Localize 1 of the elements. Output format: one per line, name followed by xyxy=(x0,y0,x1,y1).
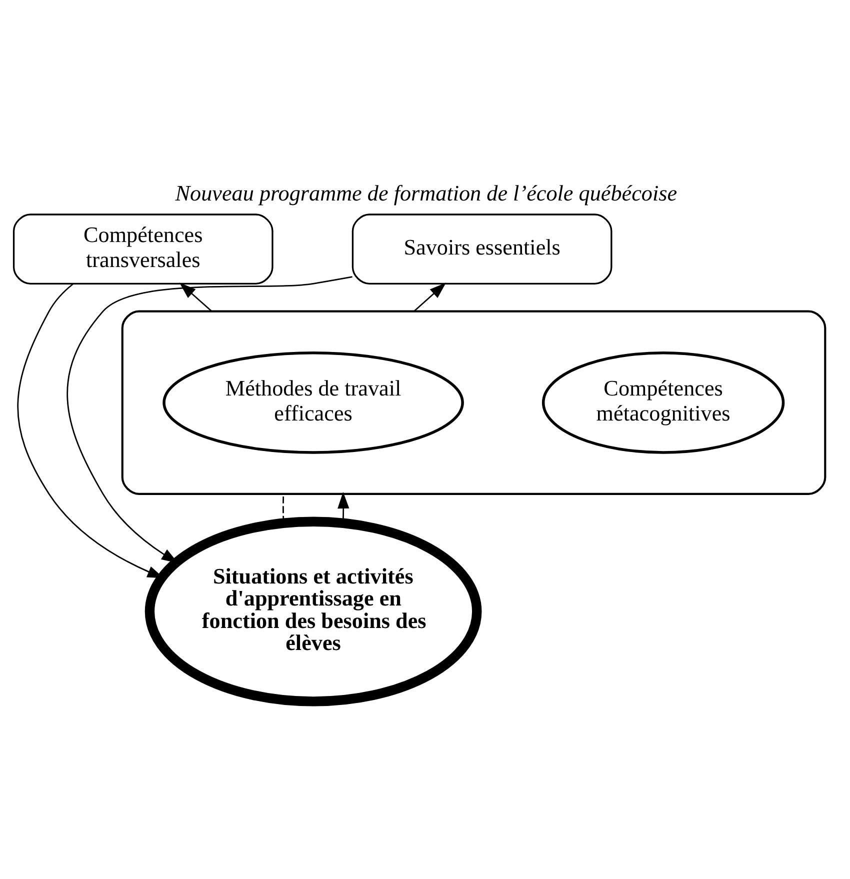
diagram-title: Nouveau programme de formation de l’école québécoise xyxy=(175,180,678,205)
